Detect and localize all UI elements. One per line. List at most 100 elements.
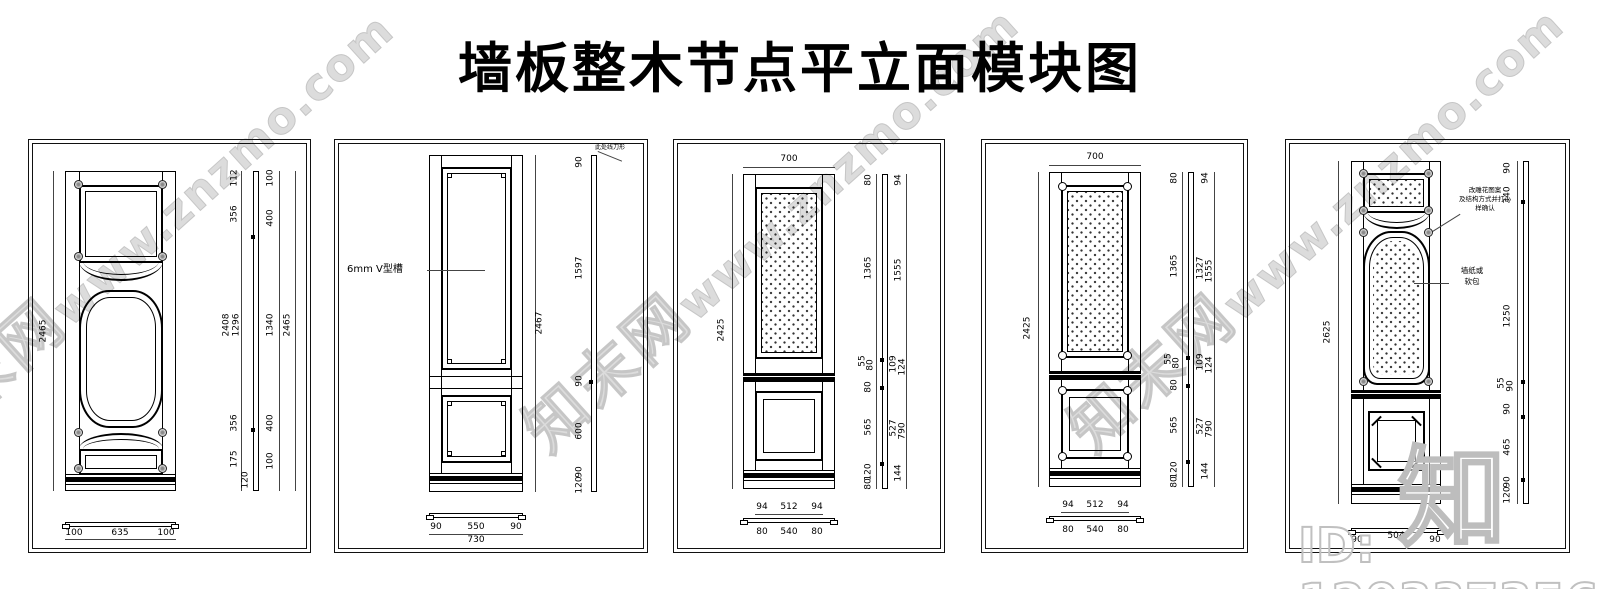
plan-end-cap xyxy=(830,520,838,525)
corner-rosette xyxy=(1359,228,1368,237)
panel-5-inner-border xyxy=(1289,143,1566,549)
top-panel-inner xyxy=(447,173,506,364)
dim-label: 90 xyxy=(1351,535,1363,545)
mid-rail xyxy=(429,376,523,389)
dim-label: 512 xyxy=(780,502,798,512)
top-lattice-panel xyxy=(755,187,823,359)
corner-rosette xyxy=(1424,206,1433,215)
panel-4-frame: 700 2425 94 512 94 80 540 80 xyxy=(981,139,1248,553)
dim-label: 565 xyxy=(863,418,874,436)
dim-label: 80 xyxy=(1169,476,1180,488)
corner-scoop xyxy=(1058,351,1067,360)
corner-tab xyxy=(501,401,506,406)
leader-line xyxy=(1414,283,1449,284)
dim-label: 90 xyxy=(510,522,522,532)
dim-label: 356 xyxy=(229,414,240,432)
chair-rail xyxy=(743,373,835,382)
dim-label: 144 xyxy=(1200,462,1211,480)
corner-scoop xyxy=(1058,452,1067,461)
chair-rail xyxy=(1049,371,1141,380)
groove-note: 6mm V型槽 xyxy=(347,264,403,275)
corner-rosette xyxy=(74,464,83,473)
dim-label: 80 xyxy=(1062,525,1074,535)
dim-label: 1365 xyxy=(1169,254,1180,278)
dim-extension-line xyxy=(241,171,242,491)
dim-label: 94 xyxy=(1200,172,1211,184)
plan-end-cap xyxy=(62,524,70,529)
dim-label: 565 xyxy=(1169,416,1180,434)
corner-tab xyxy=(447,359,452,364)
dim-label: 90 xyxy=(1505,380,1516,392)
dim-label: 700 xyxy=(1086,152,1104,162)
top-panel-arch-inner xyxy=(1367,211,1426,223)
corner-rosette xyxy=(1359,377,1368,386)
panel-3-frame: 700 2425 94 512 94 80 540 80 8 xyxy=(673,139,945,553)
finish-note-line: 软包 xyxy=(1464,276,1480,286)
dim-label: 540 xyxy=(780,527,798,537)
corner-rosette xyxy=(74,180,83,189)
corner-rosette xyxy=(1359,169,1368,178)
dim-label: 80 xyxy=(863,174,874,186)
carving-note-line: 样确认 xyxy=(1475,203,1495,212)
dim-label: 2408 xyxy=(221,313,232,337)
profile-molding-bump xyxy=(880,462,884,466)
dim-label: 356 xyxy=(229,205,240,223)
dim-extension-line xyxy=(1038,172,1039,487)
panel-5-frame: 2625 改雕花图案 xyxy=(1285,139,1570,553)
dim-label: 94 xyxy=(893,174,904,186)
corner-rosette xyxy=(158,428,167,437)
top-panel-inner xyxy=(85,191,157,257)
bottom-panel-inner xyxy=(85,455,157,469)
dim-label: 80 xyxy=(756,527,768,537)
dim-label: 730 xyxy=(467,535,485,545)
dim-extension-line xyxy=(732,174,733,489)
dim-label: 1555 xyxy=(893,258,904,282)
dim-extension-line xyxy=(1338,161,1339,504)
profile-molding-bump xyxy=(589,380,593,384)
dim-label: 1296 xyxy=(231,313,242,337)
top-lattice-panel xyxy=(1363,173,1430,213)
panel-1-frame: 2465 100 63 xyxy=(28,139,311,553)
dim-label: 1250 xyxy=(1502,304,1513,328)
profile-section xyxy=(1188,172,1194,487)
plan-section-bar xyxy=(65,522,176,527)
page-title: 墙板整木节点平立面模块图 xyxy=(458,37,1142,100)
dim-extension-line xyxy=(279,171,280,491)
profile-molding-bump xyxy=(1521,200,1525,204)
dim-label: 790 xyxy=(897,422,908,440)
dim-label: 2425 xyxy=(1022,316,1033,340)
profile-molding-bump xyxy=(1521,478,1525,482)
dim-label: 600 xyxy=(574,422,585,440)
dim-label: 120 xyxy=(240,471,251,489)
profile-molding-bump xyxy=(251,428,255,432)
plan-dim-line xyxy=(65,539,176,540)
middle-panel-inner xyxy=(86,297,156,421)
dim-extension-line xyxy=(906,174,907,489)
dim-label: 90 xyxy=(430,522,442,532)
corner-scoop xyxy=(1058,386,1067,395)
panel-4-inner-border xyxy=(985,143,1244,549)
bottom-panel-inner xyxy=(447,401,506,457)
lattice-infill xyxy=(1373,241,1420,375)
top-panel-arch-inner xyxy=(83,261,159,275)
dim-label: 1555 xyxy=(1204,259,1215,283)
plan-section-bar xyxy=(1049,516,1141,521)
dim-label: 2465 xyxy=(38,319,49,343)
baseboard xyxy=(1049,468,1141,487)
plan-end-cap xyxy=(1136,518,1144,523)
dim-line xyxy=(1049,165,1141,166)
dim-label: 112 xyxy=(229,169,240,187)
dim-label: 635 xyxy=(111,528,129,538)
dim-label: 504 xyxy=(1387,531,1405,541)
dim-extension-line xyxy=(295,171,296,491)
top-panel xyxy=(79,185,163,263)
top-panel-arch xyxy=(1363,211,1430,229)
dim-extension-line xyxy=(1214,172,1215,487)
profile-molding-bump xyxy=(1521,380,1525,384)
plan-dim-line xyxy=(755,514,823,515)
corner-rosette xyxy=(1424,377,1433,386)
dim-label: 94 xyxy=(811,502,823,512)
lattice-infill xyxy=(761,193,817,353)
corner-rosette xyxy=(1424,169,1433,178)
dim-line xyxy=(743,167,835,168)
